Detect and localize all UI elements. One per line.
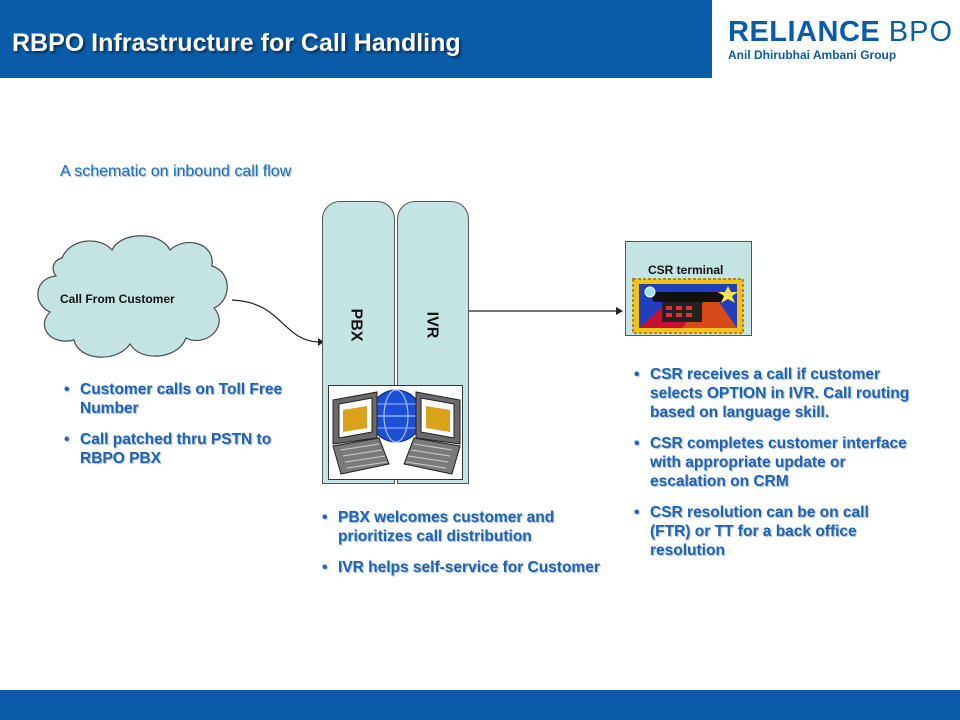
ivr-label: IVR (423, 311, 441, 339)
customer-cloud-icon (37, 235, 228, 358)
network-computers-icon (328, 385, 463, 480)
list-item: CSR receives a call if customer selects … (630, 365, 910, 422)
arrow-ivr-to-csr (469, 307, 623, 315)
list-item: CSR completes customer interface with ap… (630, 434, 910, 491)
header-bar: RBPO Infrastructure for Call Handling RE… (0, 0, 960, 78)
pbx-label: PBX (347, 308, 365, 342)
reliance-bpo-logo: RELIANCE BPO Anil Dhirubhai Ambani Group (712, 0, 960, 78)
diagram-subtitle: A schematic on inbound call flow (60, 163, 292, 180)
slide-title: RBPO Infrastructure for Call Handling (12, 29, 461, 57)
list-item: PBX welcomes customer and prioritizes ca… (318, 508, 608, 546)
footer-bar (0, 690, 960, 720)
cloud-label: Call From Customer (60, 292, 175, 306)
right-bullet-list: CSR receives a call if customer selects … (630, 365, 910, 572)
telephone-stamp-icon (632, 278, 744, 334)
list-item: IVR helps self-service for Customer (318, 558, 608, 577)
logo-wordmark: RELIANCE (728, 16, 881, 48)
logo-suffix: BPO (888, 16, 954, 48)
csr-terminal-label: CSR terminal (648, 263, 724, 277)
list-item: CSR resolution can be on call (FTR) or T… (630, 503, 910, 560)
left-bullet-list: Customer calls on Toll Free Number Call … (60, 380, 290, 480)
arrow-cloud-to-pbx (231, 299, 324, 346)
list-item: Call patched thru PSTN to RBPO PBX (60, 430, 290, 468)
list-item: Customer calls on Toll Free Number (60, 380, 290, 418)
logo-tagline: Anil Dhirubhai Ambani Group (728, 48, 897, 62)
middle-bullet-list: PBX welcomes customer and prioritizes ca… (318, 508, 608, 589)
